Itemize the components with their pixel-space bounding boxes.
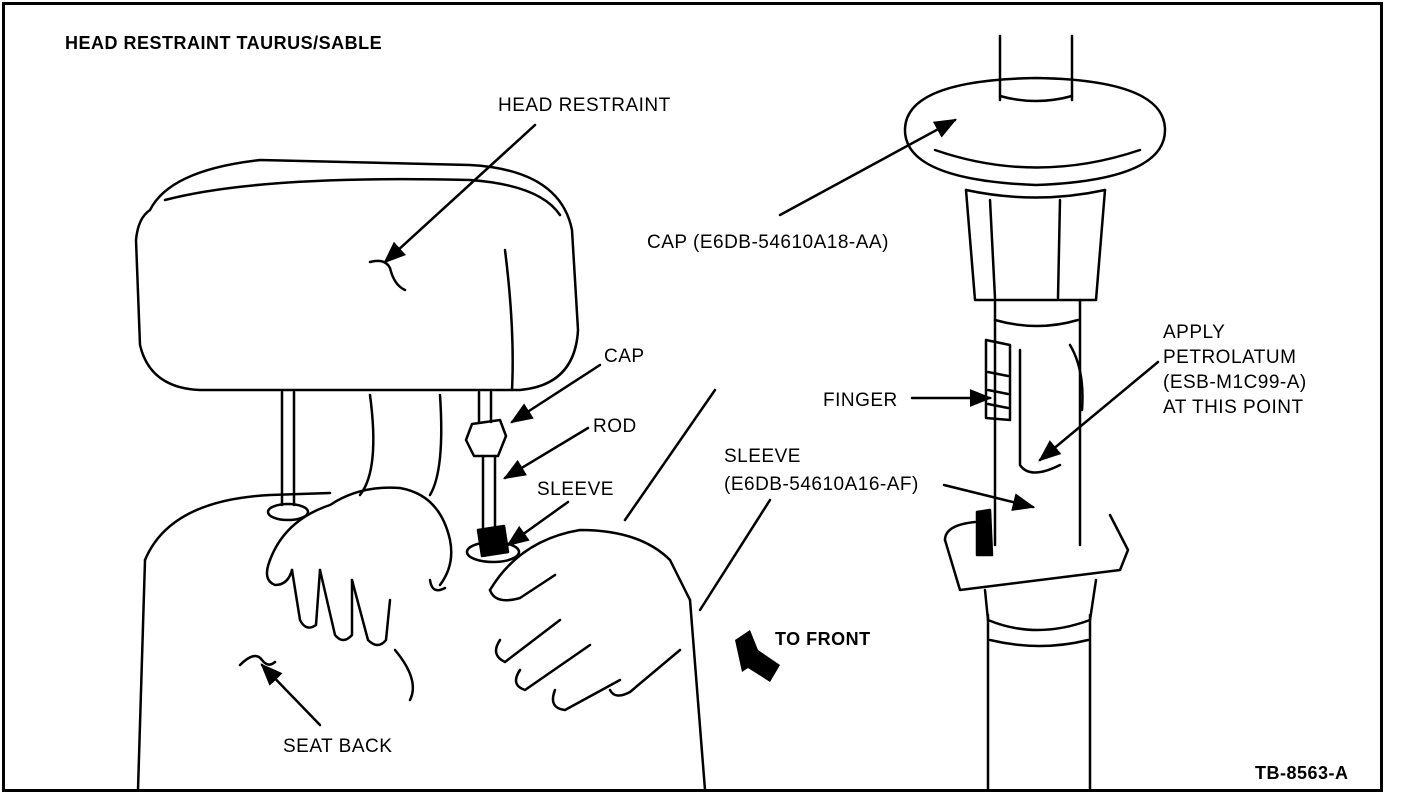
to-front-arrow-icon <box>735 630 780 682</box>
rods-drawing <box>266 390 521 564</box>
label-rod: ROD <box>593 416 637 437</box>
petrolatum-line-2: PETROLATUM <box>1163 347 1297 368</box>
label-sleeve-part: (E6DB-54610A16-AF) <box>724 474 919 495</box>
sleeve-detail-drawing <box>903 34 1167 792</box>
label-finger: FINGER <box>823 390 898 411</box>
petrolatum-line-3: (ESB-M1C99-A) <box>1163 372 1307 393</box>
head-restraint-drawing <box>134 158 580 392</box>
petrolatum-line-1: APPLY <box>1163 322 1226 343</box>
seat-back-drawing <box>136 393 443 792</box>
label-cap-part: CAP (E6DB-54610A18-AA) <box>647 232 889 253</box>
label-head-restraint: HEAD RESTRAINT <box>498 95 671 116</box>
figure-id: TB-8563-A <box>1255 763 1349 783</box>
label-apply-petrolatum: APPLY PETROLATUM (ESB-M1C99-A) AT THIS P… <box>1163 320 1307 420</box>
label-seat-back: SEAT BACK <box>283 736 393 757</box>
petrolatum-line-4: AT THIS POINT <box>1163 397 1304 418</box>
diagram-frame <box>2 2 1383 792</box>
label-sleeve-right: SLEEVE <box>724 446 801 467</box>
hands-drawing <box>265 388 772 792</box>
label-to-front: TO FRONT <box>775 629 871 649</box>
leader-lines <box>260 118 1160 727</box>
label-cap-left: CAP <box>604 346 645 367</box>
diagram-title: HEAD RESTRAINT TAURUS/SABLE <box>65 33 383 53</box>
label-sleeve-left: SLEEVE <box>537 479 614 500</box>
